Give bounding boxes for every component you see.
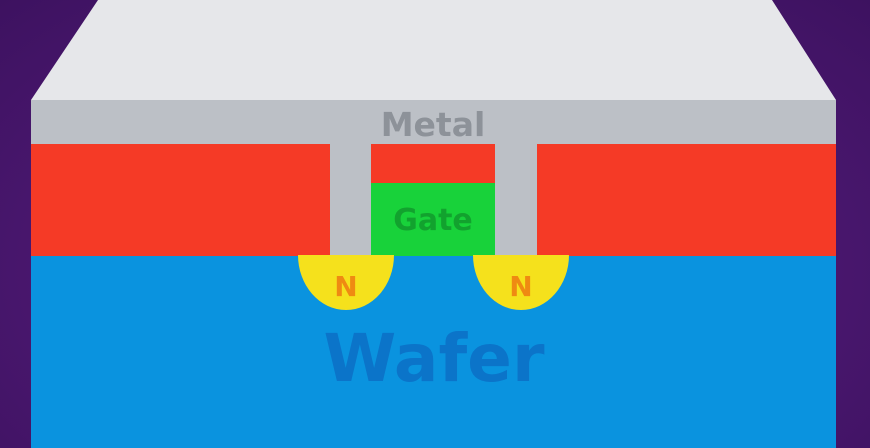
- gate-label: Gate: [393, 203, 473, 238]
- metal-via-right: [495, 140, 537, 256]
- n-label-right: N: [509, 270, 532, 303]
- n-region-left: [298, 255, 394, 310]
- oxide-block-center: [371, 144, 495, 184]
- gate-block: [371, 183, 495, 256]
- metal-label: Metal: [381, 105, 486, 144]
- metal-front-band: [31, 100, 836, 144]
- n-region-right: [473, 255, 569, 310]
- oxide-block-left: [31, 144, 330, 256]
- metal-via-left: [330, 140, 371, 256]
- oxide-block-right: [537, 144, 836, 256]
- wafer-label: Wafer: [323, 320, 544, 397]
- metal-top-surface: [31, 0, 836, 100]
- n-label-left: N: [334, 270, 357, 303]
- wafer-layer: [31, 255, 836, 448]
